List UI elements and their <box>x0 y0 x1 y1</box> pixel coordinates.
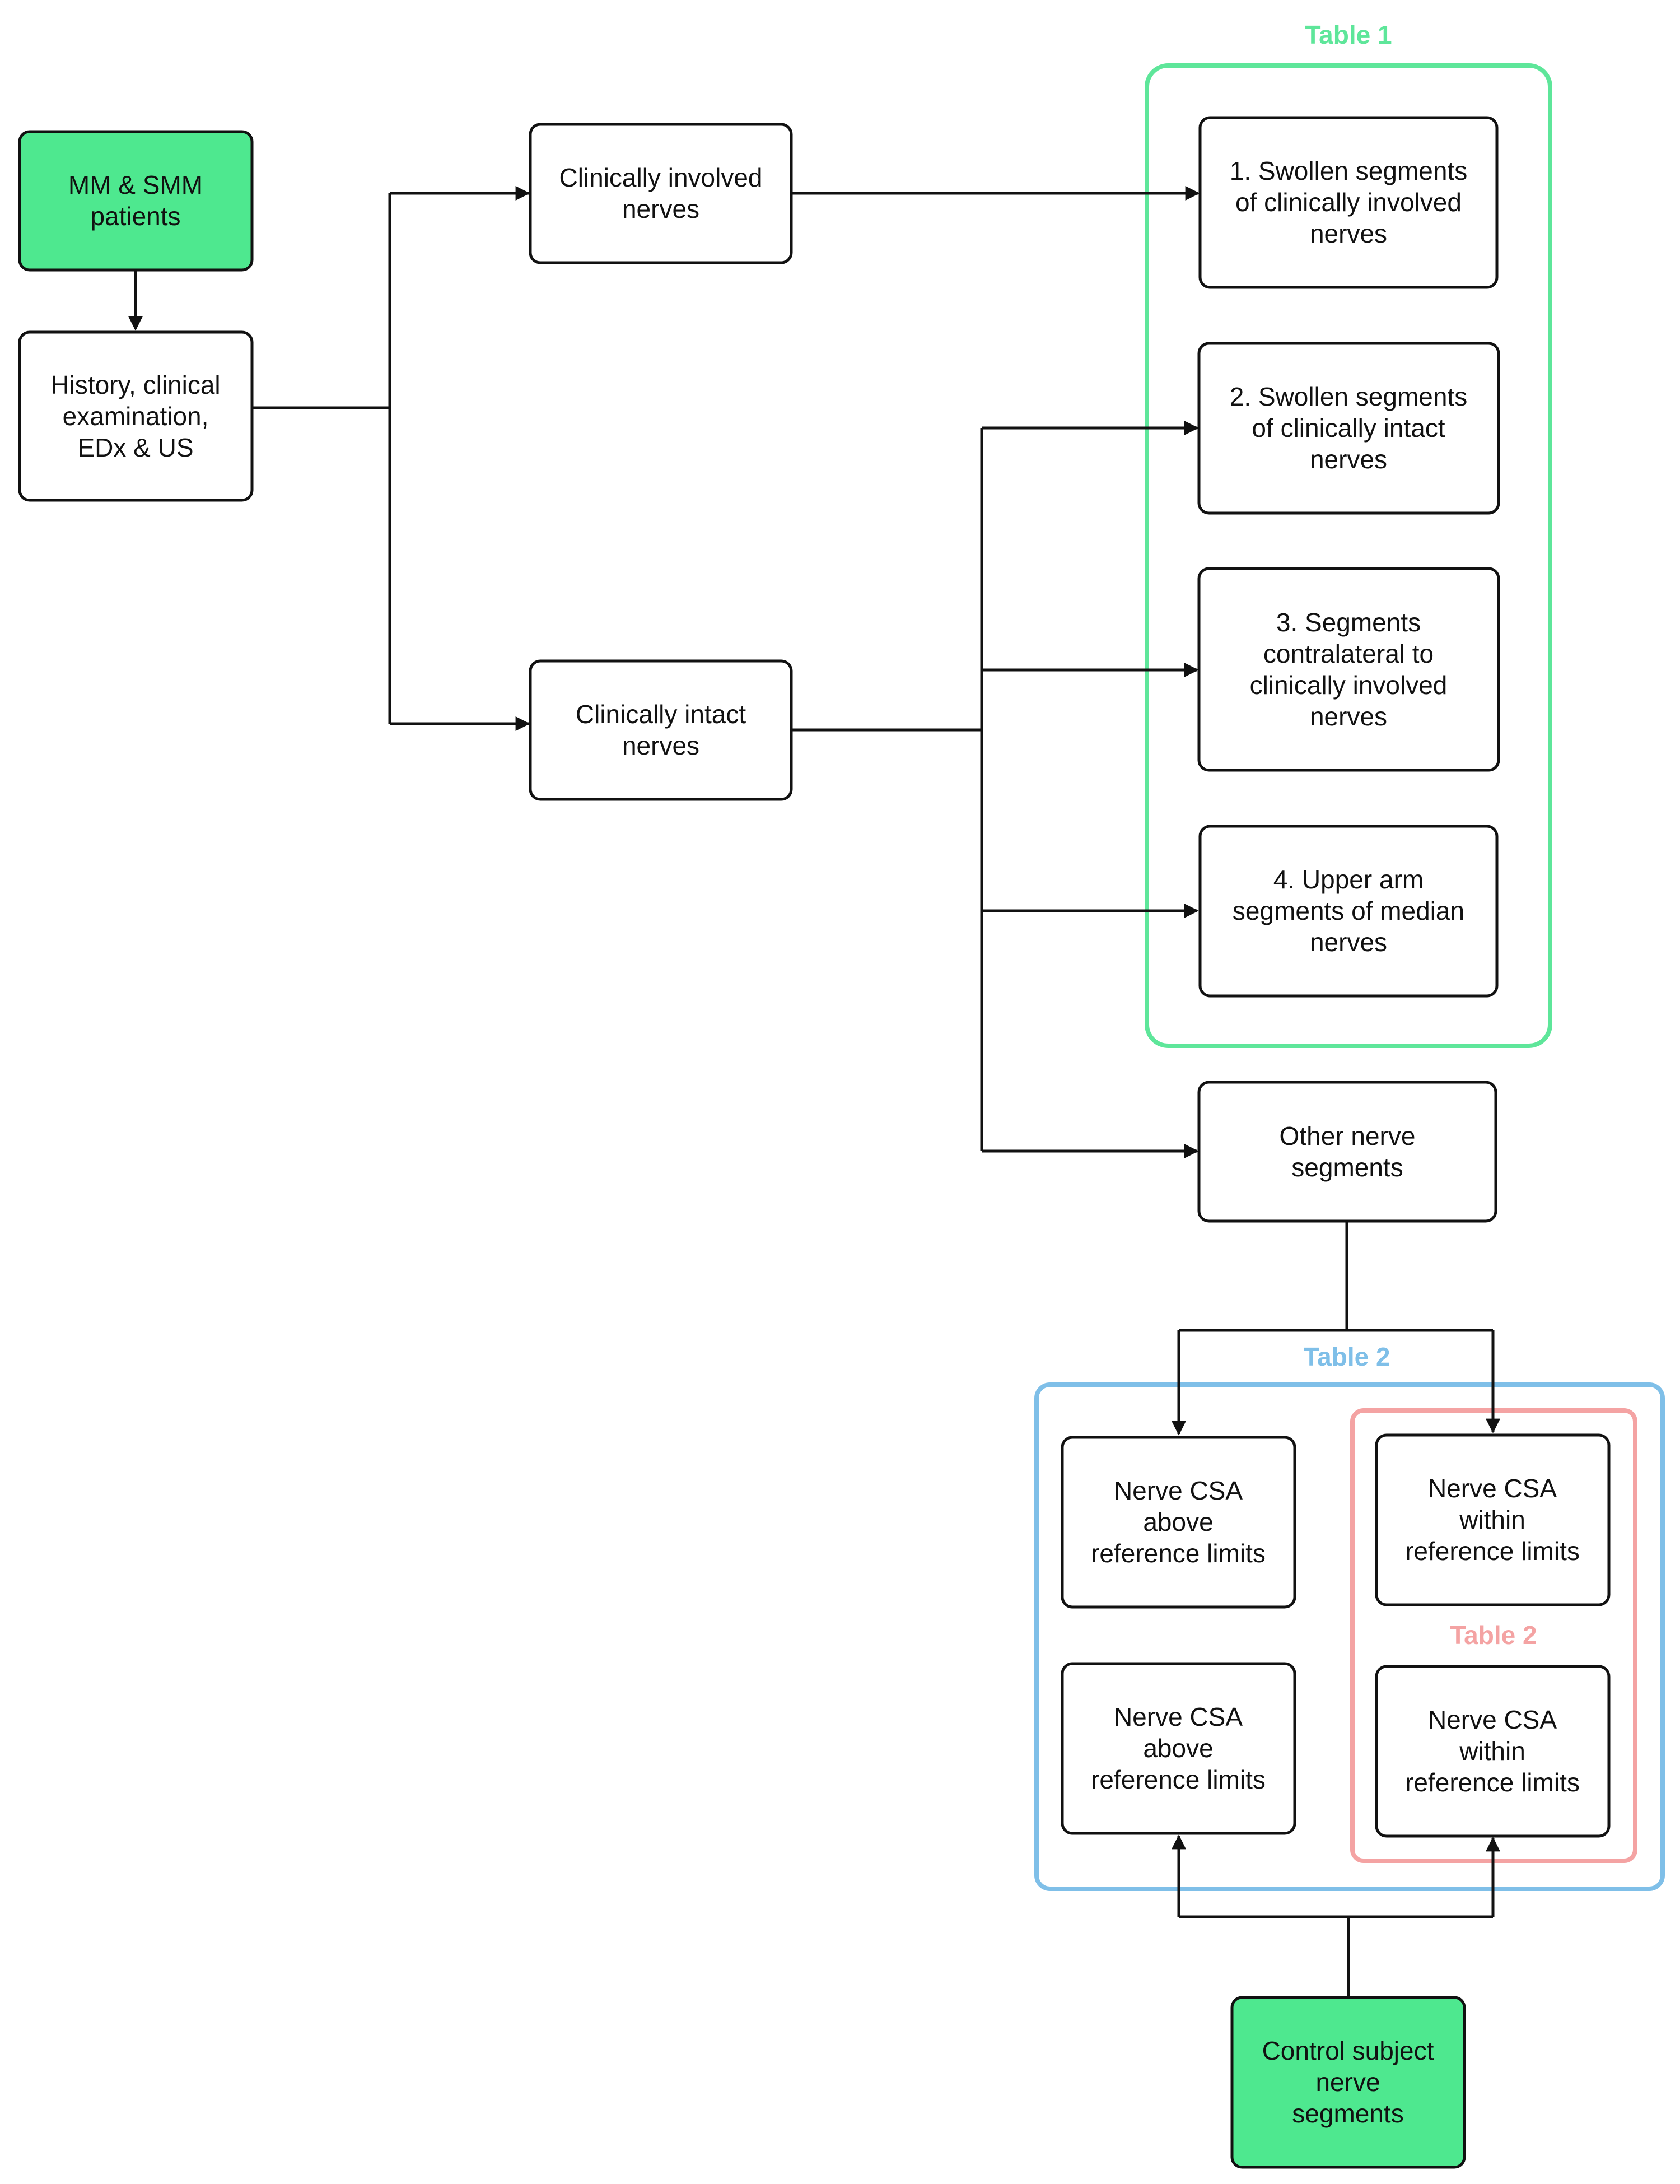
table2-outer-group-label: Table 2 <box>1303 1342 1390 1371</box>
label-line: examination, <box>63 402 209 431</box>
label-line: segments <box>1291 1153 1403 1182</box>
label-line: within <box>1459 1736 1525 1766</box>
label-line: segments of median <box>1233 896 1464 925</box>
node-table1-item1: 1. Swollen segments of clinically involve… <box>1198 116 1499 289</box>
label-line: within <box>1459 1505 1525 1534</box>
label-line: History, clinical <box>50 370 220 399</box>
label-line: nerves <box>622 731 699 760</box>
table1-group-label: Table 1 <box>1305 20 1392 49</box>
label-line: above <box>1143 1734 1213 1763</box>
label-line: 2. Swollen segments <box>1230 382 1467 411</box>
node-history-label: History, clinical examination,EDx & US <box>50 370 220 462</box>
label-line: above <box>1143 1507 1213 1536</box>
label-line: Other nerve <box>1280 1121 1416 1151</box>
table2-inner-group-label: Table 2 <box>1450 1620 1537 1650</box>
label-line: Clinically intact <box>576 700 746 729</box>
label-line: contralateral to <box>1263 639 1434 668</box>
label-line: nerves <box>1310 445 1387 474</box>
label-line: EDx & US <box>77 433 193 462</box>
label-line: 1. Swollen segments <box>1230 156 1467 185</box>
label-line: segments <box>1292 2099 1403 2128</box>
label-line: 4. Upper arm <box>1273 865 1424 894</box>
label-line: nerves <box>1310 219 1387 248</box>
label-line: Nerve CSA <box>1428 1705 1557 1734</box>
table2-outer-group-frame <box>1034 1382 1665 1891</box>
label-line: nerves <box>622 194 699 223</box>
node-table1-item1-label: 1. Swollen segments of clinically involve… <box>1230 156 1467 248</box>
node-patients-label: MM & SMM patients <box>68 170 203 231</box>
node-history: History, clinical examination,EDx & US <box>18 330 254 502</box>
label-line: nerve <box>1315 2067 1380 2097</box>
label-line: Nerve CSA <box>1114 1702 1243 1731</box>
label-line: Nerve CSA <box>1428 1474 1557 1503</box>
label-line: clinically involved <box>1250 670 1448 700</box>
label-line: nerves <box>1310 928 1387 957</box>
label-line: MM & SMM <box>68 170 203 199</box>
node-patients: MM & SMM patients <box>18 130 254 272</box>
label-line: reference limits <box>1091 1539 1266 1568</box>
label-line: reference limits <box>1091 1765 1266 1794</box>
table1-group-frame <box>1145 63 1552 1048</box>
label-line: of clinically intact <box>1252 413 1445 443</box>
label-line: reference limits <box>1405 1536 1580 1566</box>
label-line: 3. Segments <box>1276 608 1421 637</box>
label-line: Control subject <box>1262 2036 1434 2065</box>
label-line: patients <box>90 202 180 231</box>
label-line: reference limits <box>1405 1768 1580 1797</box>
label-line: Clinically involved <box>559 163 762 192</box>
label-line: Nerve CSA <box>1114 1476 1243 1505</box>
label-line: nerves <box>1310 702 1387 731</box>
label-line: of clinically involved <box>1235 188 1462 217</box>
